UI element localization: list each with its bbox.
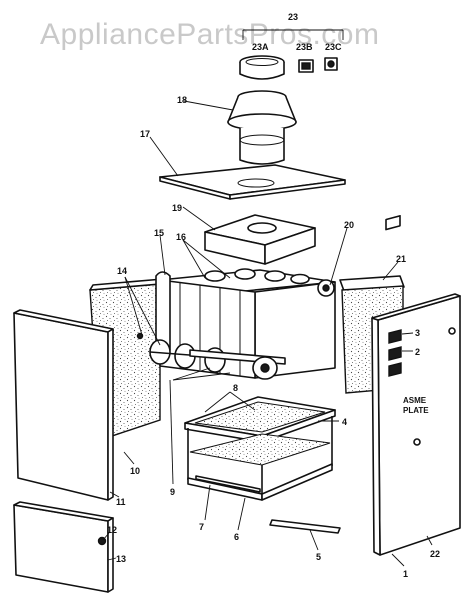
callout-1: 1 (403, 569, 408, 579)
part-23-group (242, 29, 344, 40)
callout-19: 19 (172, 203, 182, 213)
watermark-text: AppliancePartsPros.com (40, 18, 379, 51)
callout-23: 23 (288, 12, 298, 22)
callout-6: 6 (234, 532, 239, 542)
asme-plate-line2: PLATE (403, 406, 429, 415)
callout-22: 22 (430, 549, 440, 559)
callout-15: 15 (154, 228, 164, 238)
callout-7: 7 (199, 522, 204, 532)
callout-9: 9 (170, 487, 175, 497)
callout-10: 10 (130, 466, 140, 476)
callout-4: 4 (342, 417, 347, 427)
part-14-burner-assembly (136, 332, 286, 380)
callout-21: 21 (396, 254, 406, 264)
callout-13: 13 (116, 554, 126, 564)
callout-8: 8 (233, 383, 238, 393)
callout-11: 11 (116, 497, 126, 507)
callout-23b: 23B (296, 42, 313, 52)
part-23c-fitting (324, 57, 338, 71)
callout-labels: 23 23A 23B 23C 18 17 19 20 21 15 16 14 3… (107, 12, 440, 579)
asme-plate-line1: ASME (403, 396, 427, 405)
callout-20: 20 (344, 220, 354, 230)
callout-3: 3 (415, 328, 420, 338)
part-17-top-cover (159, 164, 346, 200)
part-4-base-frame (184, 396, 336, 443)
callout-17: 17 (140, 129, 150, 139)
part-22-front-panel (371, 214, 461, 556)
callout-2: 2 (415, 347, 420, 357)
callout-18: 18 (177, 95, 187, 105)
part-5-trim-strip (269, 519, 341, 534)
callout-14: 14 (117, 266, 127, 276)
part-23b-fitting (298, 59, 314, 73)
callout-23c: 23C (325, 42, 342, 52)
callout-23a: 23A (252, 42, 269, 52)
part-23a-collar (239, 55, 285, 80)
callout-5: 5 (316, 552, 321, 562)
part-7-base-box (187, 416, 333, 501)
part-19-flue-collector (204, 214, 316, 265)
leader-lines (102, 100, 433, 567)
part-20-fitting (317, 279, 335, 297)
part-18-draft-hood (227, 90, 297, 165)
callout-16: 16 (176, 232, 186, 242)
part-11-left-panel (13, 309, 114, 501)
part-13-lower-panel (13, 501, 114, 593)
callout-12: 12 (107, 525, 117, 535)
